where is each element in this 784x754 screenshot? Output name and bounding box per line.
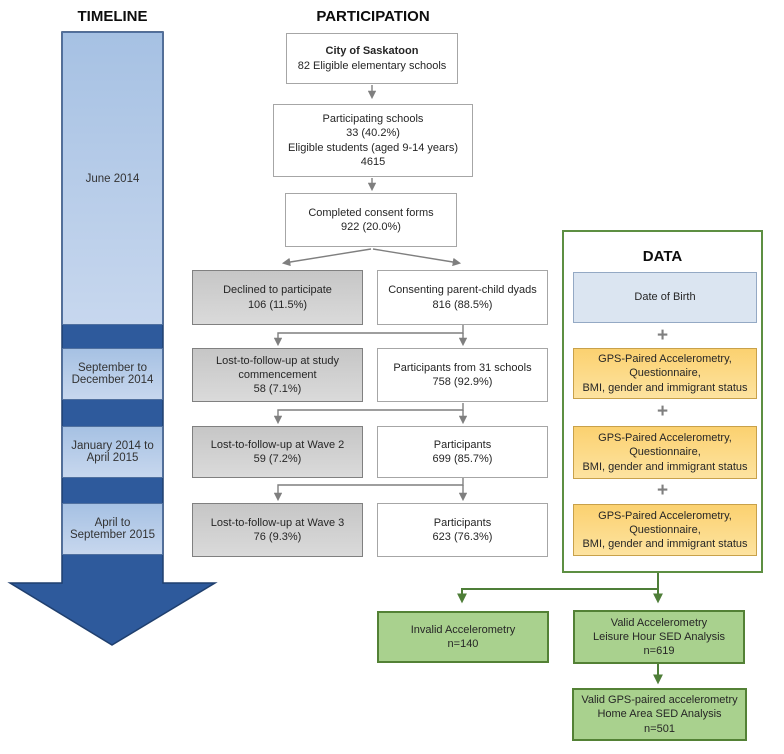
invalid-accelerometry-box: Invalid Accelerometry n=140 [377,611,549,663]
consenting-dyads-box: Consenting parent-child dyads 816 (88.5%… [377,270,548,325]
valid-accelerometry-box: Valid Accelerometry Leisure Hour SED Ana… [573,610,745,664]
participants-623-box: Participants 623 (76.3%) [377,503,548,557]
gps-accelerometry-wave1-box: GPS-Paired Accelerometry, Questionnaire,… [573,348,757,399]
plus-icon: + [656,401,669,422]
arrow-consent-to-declined [281,248,372,267]
participating-schools-box: Participating schools 33 (40.2%) Eligibl… [273,104,473,177]
consent-forms-box: Completed consent forms 922 (20.0%) [285,193,457,247]
gps-accelerometry-wave3-box: GPS-Paired Accelerometry, Questionnaire,… [573,504,757,556]
branch-dyads-to-lost1 [273,325,464,347]
timeline-segment-june-2014: June 2014 [62,32,163,325]
participation-header: PARTICIPATION [316,8,430,25]
plus-icon: + [656,480,669,501]
arrow-consent-to-dyads [372,248,462,267]
branch-data-to-invalid [457,572,659,604]
branch-w1-to-lost2 [273,403,464,425]
timeline-arrow [7,31,218,646]
lost-wave3-box: Lost-to-follow-up at Wave 3 76 (9.3%) [192,503,363,557]
timeline-segment-sep-dec-2014: September to December 2014 [62,348,163,400]
plus-icon: + [656,325,669,346]
participants-31-schools-box: Participants from 31 schools 758 (92.9%) [377,348,548,402]
lost-commencement-box: Lost-to-follow-up at study commencement … [192,348,363,402]
date-of-birth-box: Date of Birth [573,272,757,323]
gps-accelerometry-wave2-box: GPS-Paired Accelerometry, Questionnaire,… [573,426,757,479]
valid-gps-accelerometry-box: Valid GPS-paired accelerometry Home Area… [572,688,747,741]
timeline-segment-jan-apr-2015: January 2014 to April 2015 [62,426,163,478]
timeline-segment-apr-sep-2015: April to September 2015 [62,503,163,555]
city-title: City of Saskatoon [325,45,419,58]
participants-699-box: Participants 699 (85.7%) [377,426,548,478]
lost-wave2-box: Lost-to-follow-up at Wave 2 59 (7.2%) [192,426,363,478]
timeline-header: TIMELINE [77,8,148,25]
data-header: DATA [642,248,683,265]
declined-box: Declined to participate 106 (11.5%) [192,270,363,325]
branch-w2-to-lost3 [273,478,464,502]
city-subtitle: 82 Eligible elementary schools [297,59,447,72]
city-of-saskatoon-box: City of Saskatoon 82 Eligible elementary… [286,33,458,84]
